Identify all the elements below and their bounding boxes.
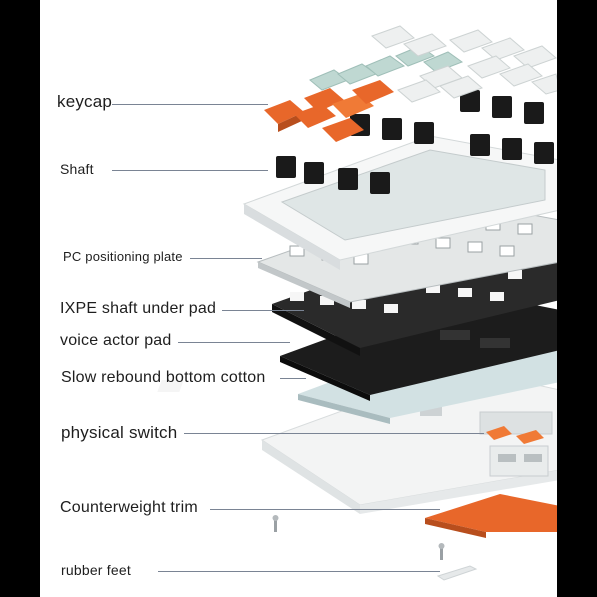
pc-plate-leader	[190, 258, 262, 259]
slow-rebound-leader	[280, 378, 306, 379]
keycap-layer	[264, 25, 557, 142]
ixpe-leader	[222, 310, 304, 311]
shaft-leader	[112, 170, 268, 171]
physical-switch-leader	[184, 433, 484, 434]
label-counterweight: Counterweight trim	[60, 499, 198, 516]
keycap-leader	[112, 104, 268, 105]
top-frame-layer	[242, 135, 557, 270]
rubber-feet-layer	[272, 515, 478, 581]
bottom-case-layer	[260, 367, 557, 514]
label-slow-rebound: Slow rebound bottom cotton	[61, 369, 266, 386]
voice-actor-leader	[178, 342, 290, 343]
label-keycap: keycap	[57, 92, 113, 111]
label-voice-actor: voice actor pad	[60, 332, 172, 349]
counterweight-leader	[210, 509, 440, 510]
label-pc-plate: PC positioning plate	[63, 249, 183, 264]
label-shaft: Shaft	[60, 161, 94, 177]
label-rubber-feet: rubber feet	[61, 562, 131, 578]
label-physical-switch: physical switch	[61, 423, 178, 442]
label-ixpe: IXPE shaft under pad	[60, 300, 217, 317]
right-black-border	[557, 0, 597, 597]
left-black-border	[0, 0, 40, 597]
rubber-feet-leader	[158, 571, 440, 572]
